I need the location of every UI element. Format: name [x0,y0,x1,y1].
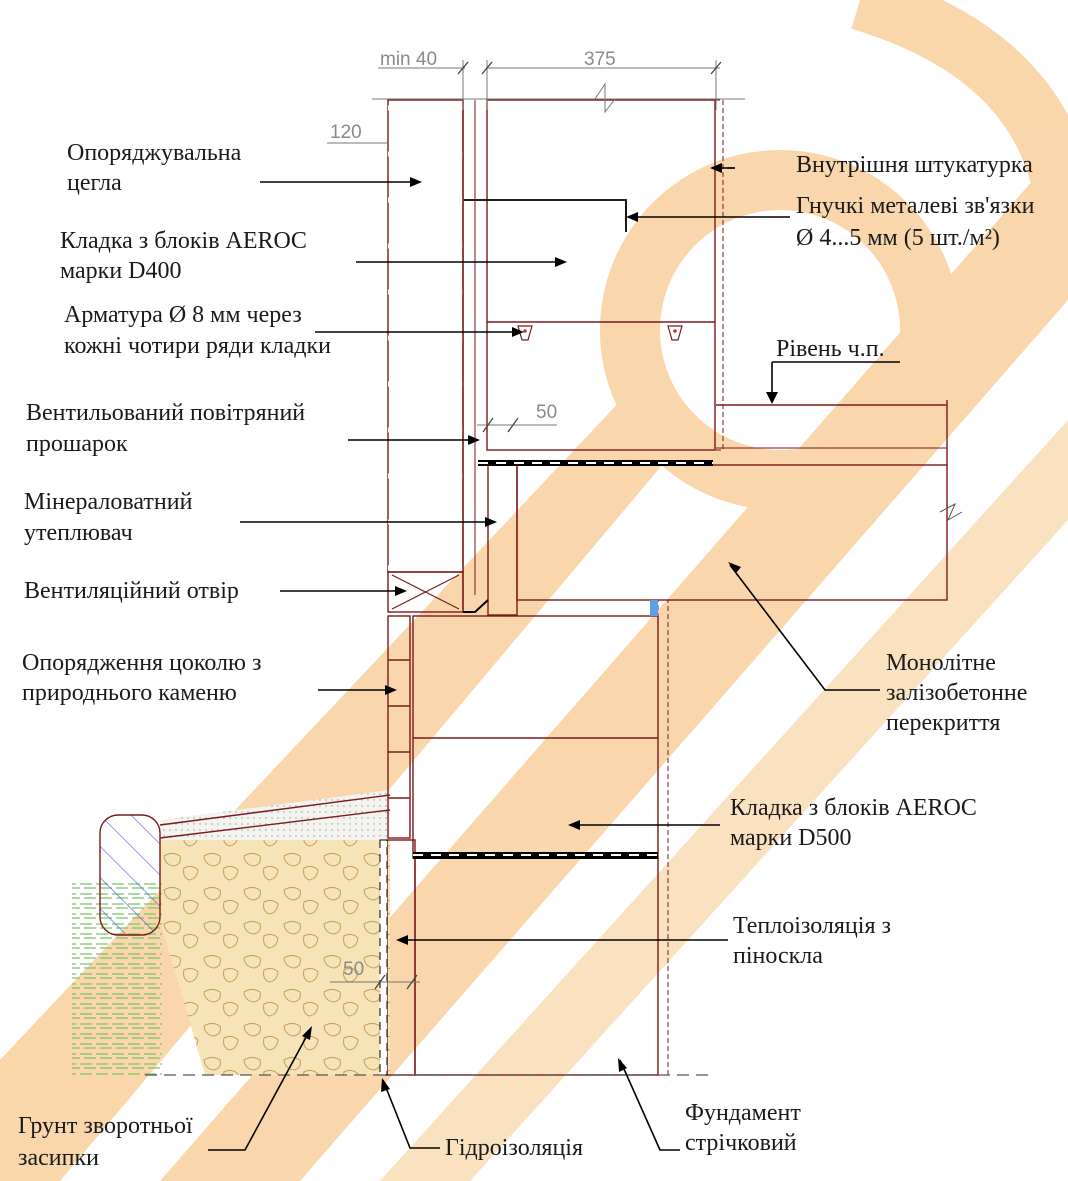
callout-monolithic-slab: Монолітне залізобетонне перекриття [886,650,1027,736]
curb-stone [99,794,391,936]
label-monolithic-slab-3: перекриття [886,710,1000,736]
label-monolithic-slab-2: залізобетонне [886,680,1027,706]
label-plinth-stone-1: Опорядження цоколю з [22,650,261,676]
callout-rebar: Арматура Ø 8 мм через кожні чотири ряди … [64,302,331,359]
aeroc-d500-masonry [412,615,659,859]
callout-wall-ties: Гнучкі металеві зв'язки Ø 4...5 мм (5 шт… [796,193,1035,251]
floor-finish [716,400,948,465]
callout-mineral-wool: Мінераловатний утеплювач [24,489,193,546]
label-backfill-2: засипки [18,1145,99,1171]
label-inner-plaster: Внутрішня штукатурка [796,152,1033,178]
dim-50-top: 50 [536,402,557,423]
plinth-stone-cladding [387,615,411,839]
label-air-gap-2: прошарок [26,431,128,457]
callout-waterproofing: Гідроізоляція [445,1135,583,1161]
label-foamglass-1: Теплоізоляція з [733,913,891,939]
label-mineral-wool-1: Мінераловатний [24,489,193,515]
dim-50-bottom: 50 [343,959,364,980]
label-rebar-1: Арматура Ø 8 мм через [64,302,302,328]
label-facing-brick-1: Опоряджувальна [67,140,242,166]
label-aeroc-d400-1: Кладка з блоків AEROC [60,228,307,254]
label-facing-brick-2: цегла [67,170,122,196]
aeroc-d400-masonry [408,99,724,451]
callout-vent-hole: Вентиляційний отвір [24,578,239,604]
leader-lines [208,163,880,1151]
label-waterproofing: Гідроізоляція [445,1135,583,1161]
dim-min40: min 40 [380,49,437,70]
callout-inner-plaster: Внутрішня штукатурка [796,152,1033,178]
label-foundation-2: стрічковий [685,1130,797,1156]
label-floor-level: Рівень ч.п. [776,336,885,362]
label-monolithic-slab-1: Монолітне [886,650,996,676]
label-mineral-wool-2: утеплювач [24,520,133,546]
label-foundation-1: Фундамент [685,1100,801,1126]
callout-backfill: Грунт зворотньої засипки [18,1113,193,1171]
callout-aeroc-d500: Кладка з блоків AEROC марки D500 [730,795,977,851]
label-aeroc-d500-1: Кладка з блоків AEROC [730,795,977,821]
monolithic-slab [478,460,963,616]
label-wall-ties-2: Ø 4...5 мм (5 шт./м²) [796,225,1000,251]
label-foamglass-2: піноскла [733,943,823,969]
dimension-lines [145,60,900,1076]
label-rebar-2: кожні чотири ряди кладки [64,333,331,359]
dim-375: 375 [584,49,616,70]
label-aeroc-d500-2: марки D500 [730,825,852,851]
label-aeroc-d400-2: марки D400 [60,258,182,284]
dim-120: 120 [330,122,362,143]
label-air-gap-1: Вентильований повітряний [26,400,305,426]
callout-floor-level: Рівень ч.п. [776,336,885,362]
callout-foamglass: Теплоізоляція з піноскла [733,913,891,969]
callout-facing-brick: Опоряджувальна цегла [67,140,242,196]
callout-air-gap: Вентильований повітряний прошарок [26,400,305,457]
label-wall-ties-1: Гнучкі металеві зв'язки [796,193,1035,219]
callout-aeroc-d400: Кладка з блоків AEROC марки D400 [60,228,307,284]
label-plinth-stone-2: природнього каменю [22,680,237,706]
callout-plinth-stone: Опорядження цоколю з природнього каменю [22,650,261,706]
facing-brick-wall [387,99,489,613]
backfill-soil [72,790,390,1075]
callout-foundation: Фундамент стрічковий [685,1100,801,1156]
label-vent-hole: Вентиляційний отвір [24,578,239,604]
label-backfill-1: Грунт зворотньої [18,1113,193,1139]
